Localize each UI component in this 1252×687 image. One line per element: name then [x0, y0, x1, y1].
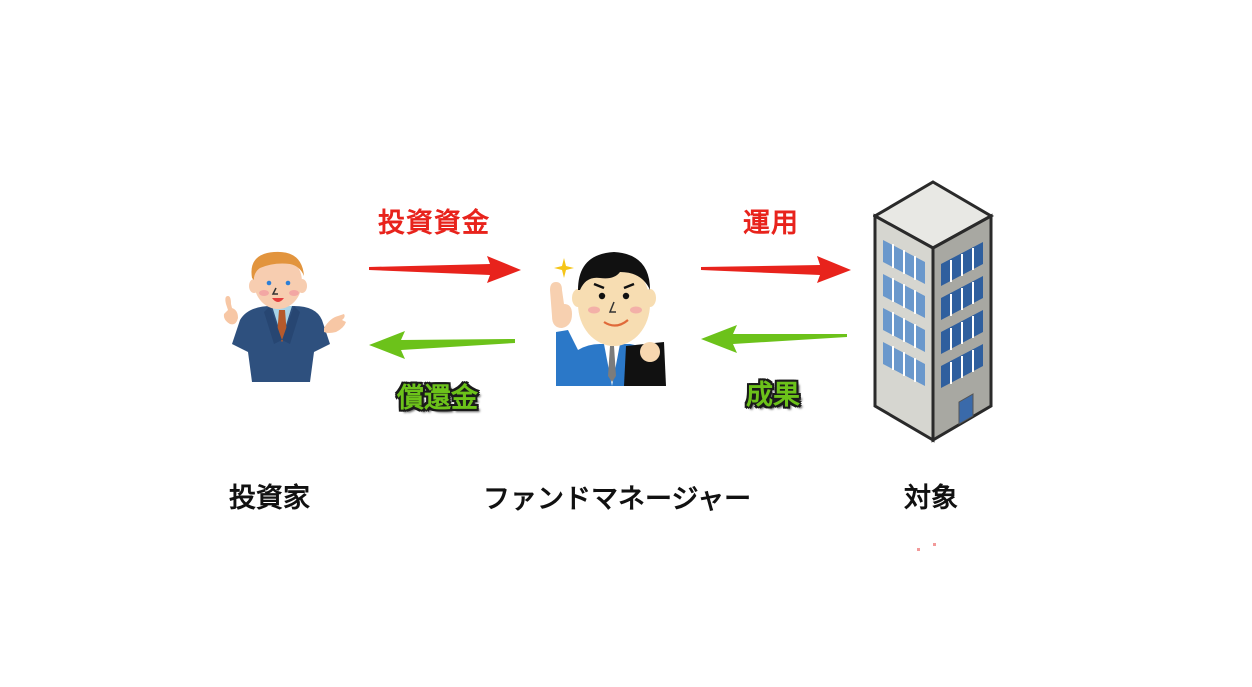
- building-icon: [873, 180, 995, 443]
- fund-manager-icon: [550, 252, 666, 386]
- edge-label-results: 成果: [746, 380, 800, 411]
- arrow-left-results-icon: [701, 325, 847, 353]
- artifact-dot: [917, 548, 920, 551]
- node-label-investor: 投資家: [229, 483, 310, 514]
- node-label-target: 対象: [904, 483, 958, 514]
- arrow-right-investment-icon: [369, 256, 521, 283]
- businessman-icon: [223, 251, 346, 382]
- edge-label-investment-funds: 投資資金: [378, 208, 490, 239]
- artifact-dot: [933, 543, 936, 546]
- node-label-fund-manager: ファンドマネージャー: [483, 484, 752, 515]
- edge-label-management: 運用: [743, 208, 799, 239]
- edge-label-redemption: 償還金: [397, 383, 478, 414]
- arrow-left-redemption-icon: [369, 331, 515, 359]
- arrow-right-management-icon: [701, 256, 851, 283]
